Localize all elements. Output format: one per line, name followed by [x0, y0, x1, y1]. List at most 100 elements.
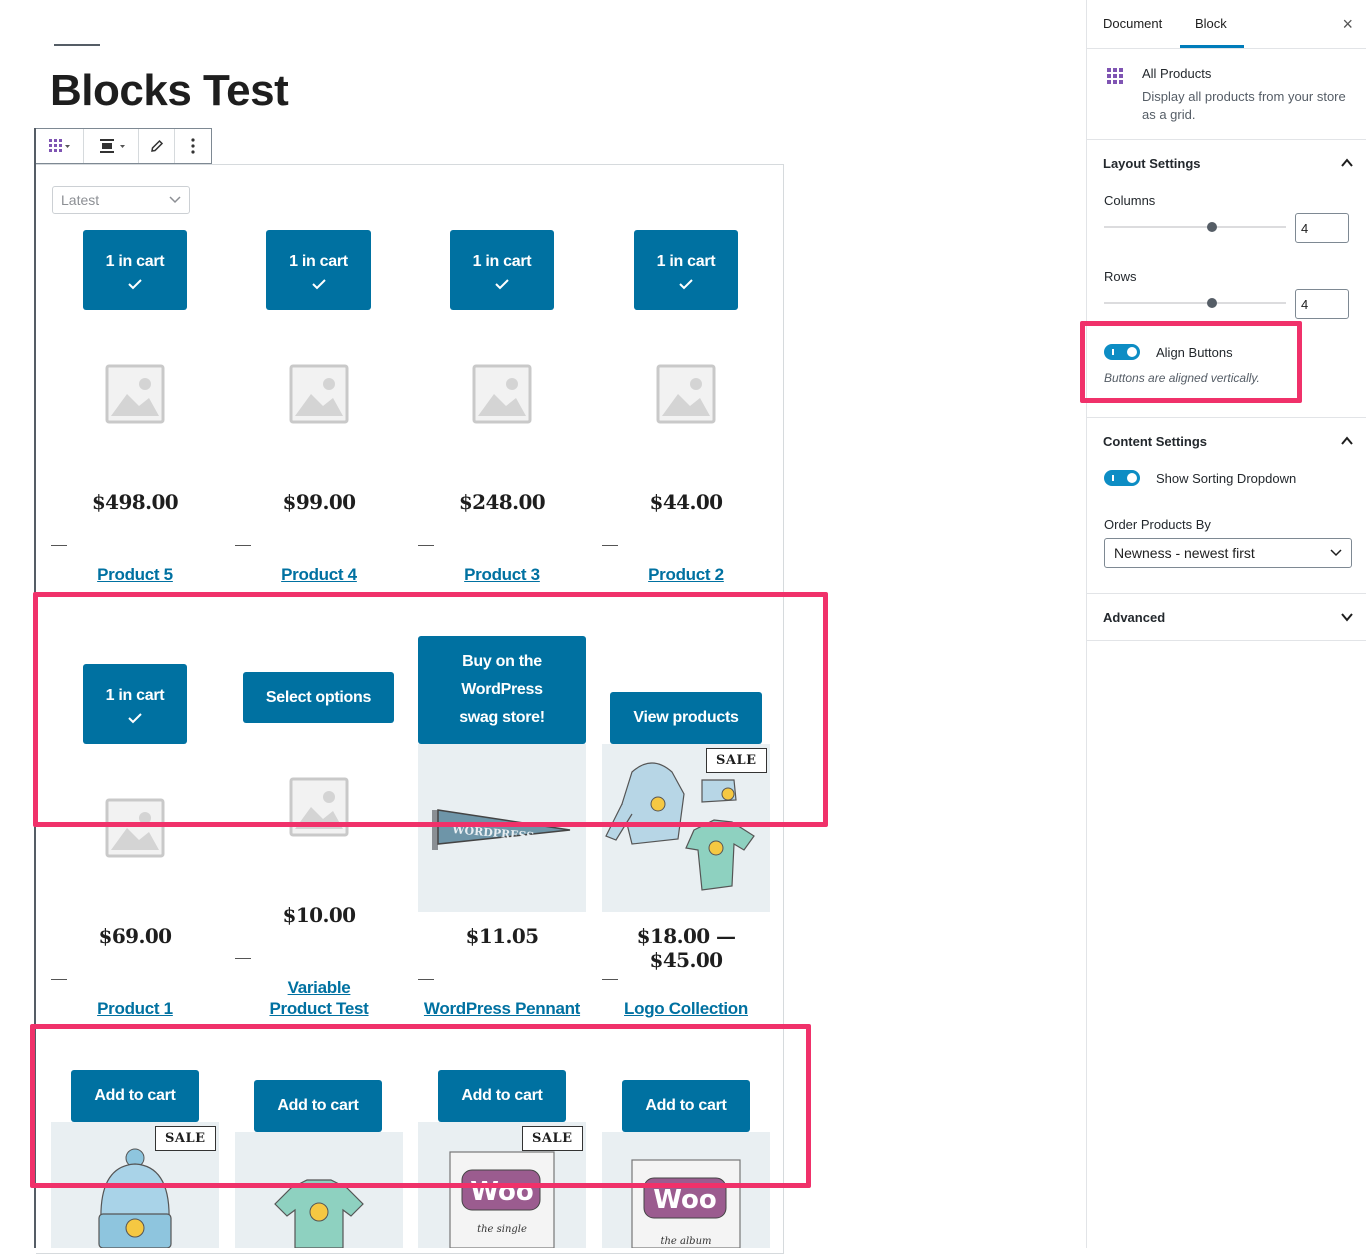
tab-document[interactable]: Document: [1103, 16, 1163, 31]
product-title-link[interactable]: Product 5: [97, 565, 173, 584]
tab-block[interactable]: Block: [1195, 16, 1227, 31]
art-title: Woo: [653, 1185, 716, 1215]
beanie-illustration: [98, 1148, 172, 1248]
product-image-woo-album[interactable]: Woo the album: [602, 1132, 770, 1248]
product-image-tshirt[interactable]: [235, 1132, 403, 1248]
woo-album-illustration: Woo the album: [631, 1159, 741, 1248]
more-options-button[interactable]: [175, 129, 211, 163]
art-subtitle: the album: [660, 1236, 711, 1247]
page-title[interactable]: Blocks Test: [50, 66, 289, 115]
check-icon: [679, 279, 693, 290]
chevron-down-icon[interactable]: [1340, 610, 1354, 624]
separator: [418, 979, 434, 980]
button-label: Add to cart: [461, 1087, 543, 1104]
chevron-up-icon[interactable]: [1340, 434, 1354, 448]
separator: [235, 545, 251, 546]
annotation-highlight-row-2: [33, 592, 828, 827]
sale-badge: SALE: [155, 1126, 216, 1151]
sale-badge: SALE: [522, 1126, 583, 1151]
select-options-button[interactable]: Select options: [243, 672, 394, 723]
sidebar-tabs: Document Block ×: [1087, 0, 1366, 49]
order-products-label: Order Products By: [1104, 517, 1211, 532]
block-switcher-button[interactable]: [36, 129, 85, 163]
placeholder-image-icon[interactable]: [105, 364, 165, 424]
product-title-link[interactable]: Product 3: [464, 565, 540, 584]
art-subtitle: the single: [477, 1224, 527, 1235]
button-label: Buy on the WordPress swag store!: [459, 653, 545, 726]
button-label: Select options: [265, 688, 372, 706]
sorting-dropdown-toggle[interactable]: [1104, 470, 1140, 486]
placeholder-image-icon[interactable]: [472, 364, 532, 424]
rows-label: Rows: [1104, 269, 1137, 284]
grid-icon: [1107, 68, 1123, 84]
content-settings-heading[interactable]: Content Settings: [1103, 434, 1207, 449]
check-icon: [128, 279, 142, 290]
sort-dropdown-value: Latest: [61, 192, 100, 208]
divider: [1087, 139, 1366, 140]
woo-single-illustration: Woo the single: [449, 1151, 555, 1248]
in-cart-button[interactable]: 1 in cart: [634, 230, 738, 310]
in-cart-button[interactable]: 1 in cart: [83, 230, 187, 310]
button-label: 1 in cart: [472, 253, 532, 270]
in-cart-button[interactable]: 1 in cart: [450, 230, 554, 310]
layout-settings-heading[interactable]: Layout Settings: [1103, 156, 1201, 171]
placeholder-image-icon[interactable]: [656, 364, 716, 424]
product-price: $44.00: [649, 490, 724, 514]
divider: [1087, 593, 1366, 594]
grid-icon: [48, 139, 70, 152]
separator: [602, 545, 618, 546]
columns-slider-handle[interactable]: [1207, 222, 1217, 232]
add-to-cart-button[interactable]: Add to cart: [254, 1080, 382, 1132]
columns-input[interactable]: 4: [1295, 213, 1349, 243]
add-to-cart-button[interactable]: Add to cart: [622, 1080, 750, 1132]
sort-dropdown[interactable]: Latest: [52, 186, 190, 214]
placeholder-image-icon[interactable]: [105, 798, 165, 858]
annotation-highlight-row-3: [30, 1024, 811, 1188]
add-to-cart-button[interactable]: Add to cart: [71, 1070, 199, 1122]
chevron-up-icon[interactable]: [1340, 156, 1354, 170]
in-cart-button[interactable]: 1 in cart: [83, 664, 187, 744]
product-title-link[interactable]: WordPress Pennant: [423, 999, 581, 1018]
separator: [418, 545, 434, 546]
product-price: $11.05: [465, 924, 540, 948]
align-buttons-toggle[interactable]: [1104, 344, 1140, 360]
align-buttons-help: Buttons are aligned vertically.: [1104, 371, 1260, 385]
button-label: Add to cart: [94, 1087, 176, 1104]
edit-button[interactable]: [139, 129, 176, 163]
product-title-link[interactable]: Product 1: [97, 999, 173, 1018]
align-button[interactable]: [84, 129, 139, 163]
more-vertical-icon: [191, 138, 195, 154]
button-label: Add to cart: [645, 1097, 727, 1114]
product-image-pennant[interactable]: WORDPRESS: [418, 744, 586, 912]
add-to-cart-button[interactable]: Add to cart: [438, 1070, 566, 1122]
advanced-heading[interactable]: Advanced: [1103, 610, 1166, 625]
product-title-link[interactable]: Variable Product Test: [269, 978, 369, 1018]
rows-input[interactable]: 4: [1295, 289, 1349, 319]
product-price: $99.00: [282, 490, 357, 514]
block-card-title: All Products: [1142, 66, 1212, 81]
close-icon[interactable]: ×: [1342, 14, 1353, 34]
order-products-select[interactable]: Newness - newest first: [1104, 538, 1352, 568]
button-label: View products: [633, 709, 739, 726]
block-toolbar: [36, 128, 212, 164]
rows-slider[interactable]: [1104, 302, 1286, 304]
button-label: Add to cart: [277, 1097, 359, 1114]
external-product-button[interactable]: Buy on the WordPress swag store!: [418, 636, 586, 744]
placeholder-image-icon[interactable]: [289, 364, 349, 424]
view-products-button[interactable]: View products: [610, 692, 762, 744]
columns-slider[interactable]: [1104, 226, 1286, 228]
product-price: $18.00 — $45.00: [636, 924, 736, 972]
product-title-link[interactable]: Logo Collection: [624, 999, 748, 1018]
product-title-link[interactable]: Product 4: [281, 565, 357, 584]
product-price: $248.00: [458, 490, 546, 514]
chevron-down-icon: [1330, 549, 1342, 557]
rows-slider-handle[interactable]: [1207, 298, 1217, 308]
check-icon: [495, 279, 509, 290]
product-title-link[interactable]: Product 2: [648, 565, 724, 584]
product-price: $498.00: [91, 490, 179, 514]
annotation-highlight-align-buttons: [1080, 321, 1302, 403]
art-title: Woo: [470, 1177, 533, 1207]
in-cart-button[interactable]: 1 in cart: [266, 230, 371, 310]
settings-sidebar: Document Block × All Products Display al…: [1086, 0, 1366, 1248]
active-tab-indicator: [1180, 45, 1244, 48]
